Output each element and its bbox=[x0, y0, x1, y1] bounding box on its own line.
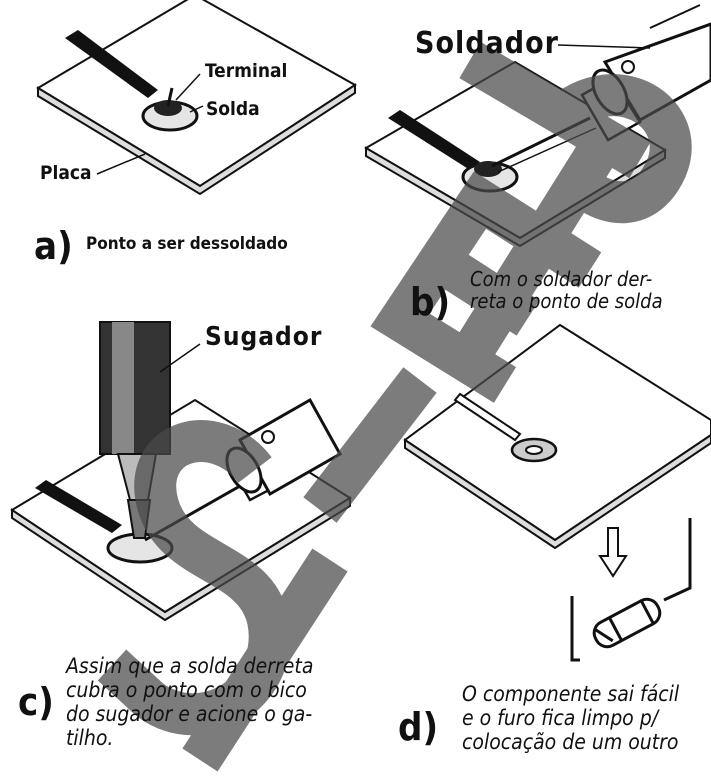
watermark-dash bbox=[303, 367, 437, 523]
panel-a-caption: Ponto a ser dessoldado bbox=[86, 234, 288, 254]
copper-trace-a bbox=[65, 30, 158, 98]
panel-b-letter: b) bbox=[410, 280, 451, 324]
watermark-letter-p bbox=[452, 41, 692, 367]
sugador-body bbox=[99, 321, 171, 455]
resistor-right-lead bbox=[663, 518, 692, 602]
sugador-highlight bbox=[112, 322, 134, 454]
leader-placa bbox=[96, 153, 146, 175]
panel-d-caption-line-2: e o furo fica limpo p/ bbox=[462, 706, 659, 730]
screw-icon-b bbox=[621, 60, 635, 74]
label-terminal: Terminal bbox=[205, 60, 288, 82]
panel-d-drawing bbox=[403, 323, 711, 662]
panel-d-letter: d) bbox=[398, 705, 439, 749]
panel-b-caption: Com o soldador der- reta o ponto de sold… bbox=[470, 268, 663, 312]
copper-trace-c bbox=[35, 480, 122, 533]
copper-trace-b bbox=[388, 110, 480, 170]
panel-b-caption-line-1: Com o soldador der- bbox=[470, 267, 653, 291]
resistor-band-3 bbox=[639, 600, 655, 625]
resistor-body bbox=[592, 597, 662, 649]
label-placa: Placa bbox=[40, 162, 92, 184]
copper-trace-d bbox=[453, 392, 522, 442]
leader-soldador bbox=[557, 44, 651, 49]
panel-c-caption-line-4: tilho. bbox=[66, 726, 114, 750]
label-sugador: Sugador bbox=[205, 322, 323, 352]
leader-solda bbox=[189, 105, 204, 113]
panel-c-letter: c) bbox=[18, 680, 54, 724]
panel-d-caption-line-1: O componente sai fácil bbox=[462, 682, 680, 706]
watermark bbox=[97, 41, 692, 772]
clean-hole-d bbox=[525, 445, 543, 455]
pcb-board-a bbox=[36, 0, 357, 188]
panel-c-caption: Assim que a solda derreta cubra o ponto … bbox=[66, 654, 313, 750]
leader-sugador bbox=[159, 343, 201, 373]
panel-c-caption-line-2: cubra o ponto com o bico bbox=[66, 678, 307, 702]
terminal-lead-a bbox=[166, 87, 174, 107]
panel-c-caption-line-3: do sugador e acione o ga- bbox=[66, 702, 313, 726]
panel-a-drawing bbox=[36, 0, 357, 196]
label-soldador: Soldador bbox=[415, 26, 559, 61]
panel-c-caption-line-1: Assim que a solda derreta bbox=[66, 654, 314, 678]
cord-b bbox=[649, 4, 701, 29]
panel-d-caption: O componente sai fácil e o furo fica lim… bbox=[462, 682, 679, 754]
leader-terminal bbox=[175, 73, 201, 101]
pcb-edge-c bbox=[11, 496, 351, 622]
resistor-left-lead bbox=[570, 596, 580, 662]
label-solda: Solda bbox=[206, 98, 260, 120]
pcb-edge-d bbox=[404, 433, 711, 550]
watermark-letter-i bbox=[182, 548, 348, 772]
down-arrow-icon bbox=[598, 527, 628, 578]
panel-a-letter: a) bbox=[34, 224, 73, 268]
resistor-band-2 bbox=[608, 616, 623, 642]
pcb-edge-a bbox=[37, 83, 356, 196]
solder-top-a bbox=[154, 100, 182, 116]
resistor-band-1 bbox=[594, 628, 614, 643]
panel-b-caption-line-2: reta o ponto de solda bbox=[470, 289, 663, 313]
panel-d-caption-line-3: colocação de um outro bbox=[462, 730, 679, 754]
screw-icon-c bbox=[261, 430, 275, 444]
